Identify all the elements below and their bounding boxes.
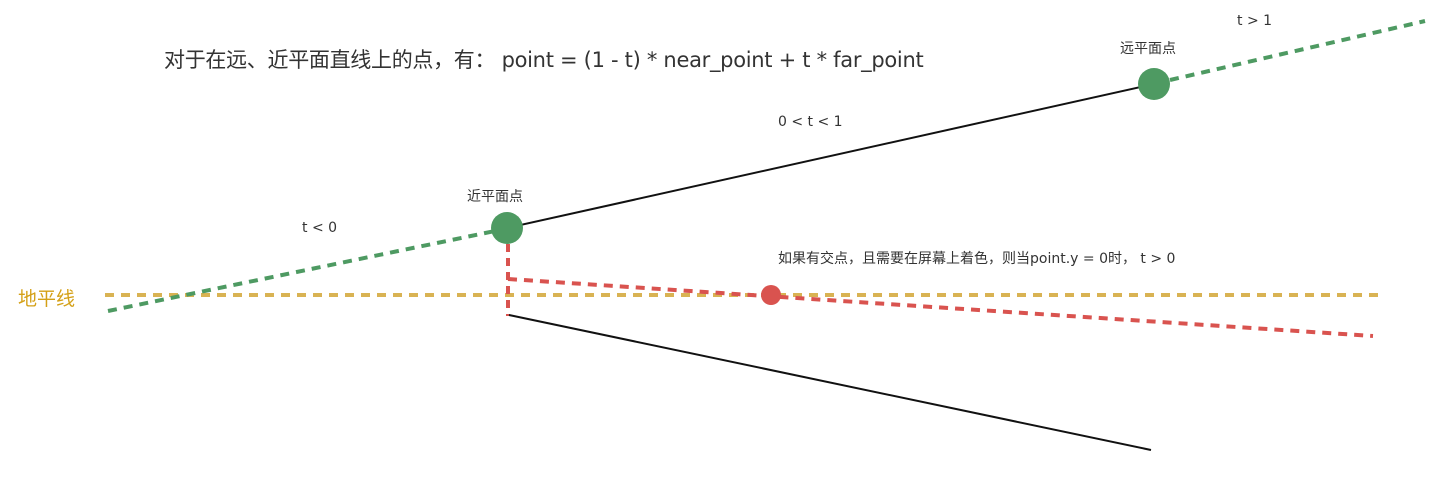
near-point-dot [491, 212, 523, 244]
intersection-note: 如果有交点，且需要在屏幕上着色，则当point.y = 0时， t > 0 [778, 251, 1176, 267]
intersection-dot [761, 285, 781, 305]
formula-title: 对于在远、近平面直线上的点，有： point = (1 - t) * near_… [164, 48, 924, 72]
horizon-label: 地平线 [18, 288, 76, 310]
segment-near-to-far [506, 83, 1155, 229]
lower-black-line [508, 314, 1152, 451]
t-between-label: 0 < t < 1 [778, 114, 843, 130]
far-point-dot [1138, 68, 1170, 100]
ray-t-less-0 [107, 229, 496, 313]
red-projected-ray [507, 277, 1374, 338]
t-greater-1-label: t > 1 [1237, 13, 1273, 29]
near-point-label: 近平面点 [467, 189, 523, 205]
far-point-label: 远平面点 [1120, 41, 1176, 57]
ray-t-greater-1 [1169, 19, 1426, 82]
t-less-0-label: t < 0 [302, 220, 338, 236]
